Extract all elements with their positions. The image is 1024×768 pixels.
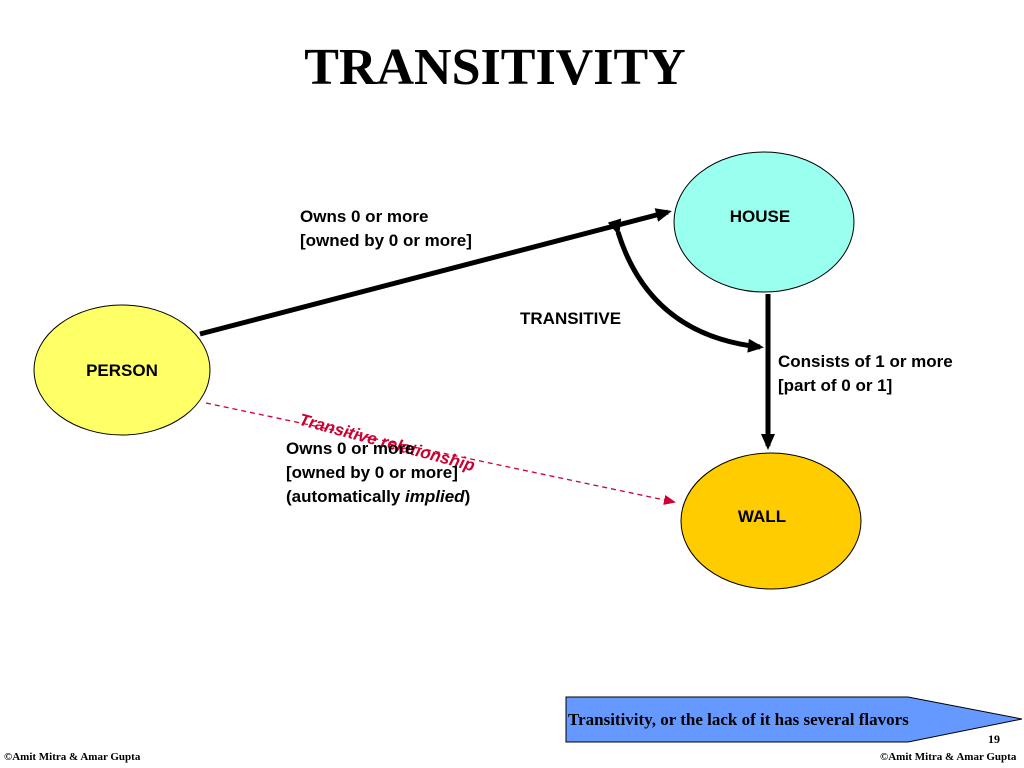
owns-arrow [199, 208, 672, 337]
copyright-left: ©Amit Mitra & Amar Gupta [4, 751, 141, 763]
implied-owns-line3: (automatically implied) [286, 485, 470, 509]
summary-banner-text: Transitivity, or the lack of it has seve… [568, 710, 909, 729]
transitive-curve-arrow [607, 218, 764, 353]
slide-title: TRANSITIVITY [304, 39, 686, 96]
implied-owns-label: Owns 0 or more [owned by 0 or more] (aut… [286, 437, 470, 509]
page-number: 19 [988, 732, 1000, 746]
implied-owns-line1: Owns 0 or more [286, 439, 415, 458]
implied-owns-line2: [owned by 0 or more] [286, 463, 458, 482]
summary-banner-shape [565, 696, 1023, 743]
implied-emphasis: implied [405, 487, 465, 506]
implied-owns-line3-suffix: ) [464, 487, 471, 506]
implied-owns-line3-prefix: (automatically [286, 487, 406, 506]
consists-label-line1: Consists of 1 or more [778, 352, 953, 371]
owns-label-line1: Owns 0 or more [300, 207, 429, 226]
transitive-label: TRANSITIVE [520, 309, 622, 328]
person-label: PERSON [86, 361, 158, 380]
copyright-right: ©Amit Mitra & Amar Gupta [880, 751, 1017, 763]
house-label: HOUSE [729, 207, 791, 226]
wall-label: WALL [737, 507, 787, 526]
owns-label-line2: [owned by 0 or more] [300, 231, 472, 250]
owns-label: Owns 0 or more [owned by 0 or more] [300, 205, 472, 253]
implied-dashed-arrow [205, 402, 676, 505]
person-node [33, 304, 211, 436]
consists-label-line2: [part of 0 or 1] [778, 376, 893, 395]
wall-node [680, 452, 862, 590]
consists-label: Consists of 1 or more [part of 0 or 1] [778, 350, 953, 398]
